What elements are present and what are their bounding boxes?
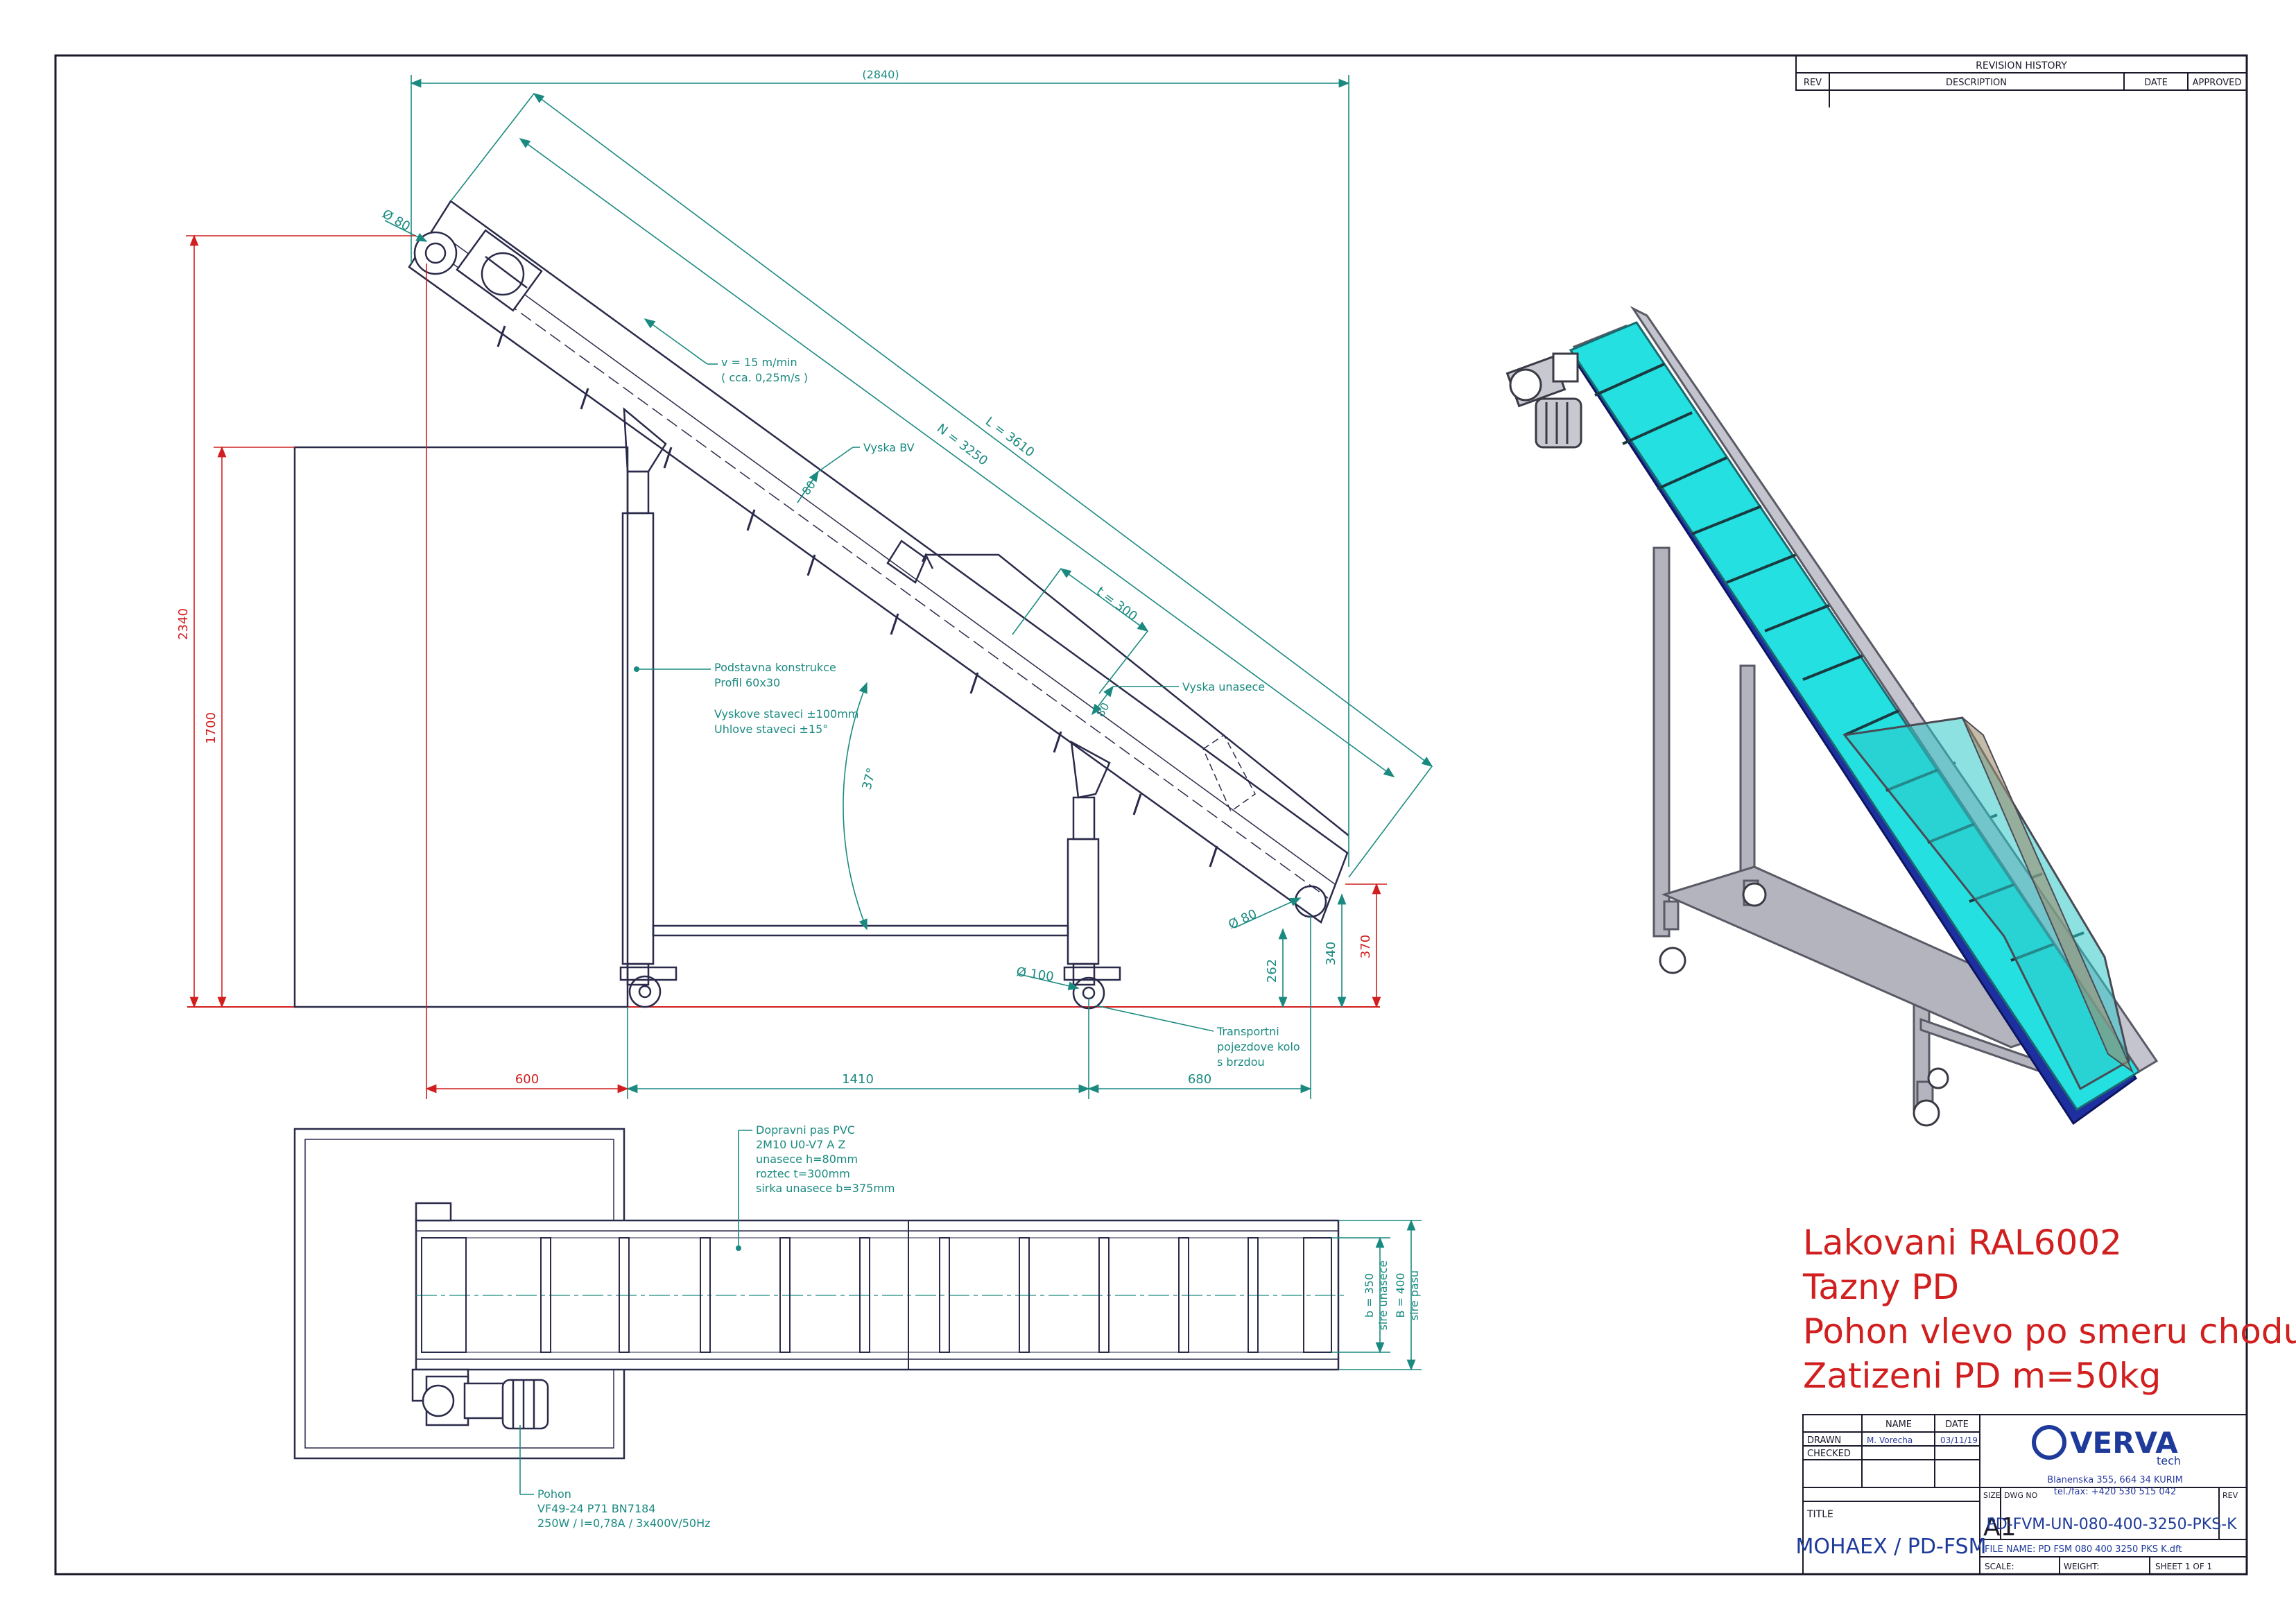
note-pas-2: 2M10 U0-V7 A Z xyxy=(756,1138,845,1151)
dim-diam-bottom: Ø 80 xyxy=(1226,906,1259,932)
note-paint: Lakovani RAL6002 xyxy=(1803,1223,2122,1263)
dim-table-height: 1700 xyxy=(204,712,218,744)
dim-diam-top: Ø 80 xyxy=(380,207,413,234)
iso-motor xyxy=(1505,352,1582,449)
dim-length-l: L = 3610 xyxy=(983,414,1037,460)
tb-size: A1 xyxy=(1983,1513,2017,1542)
note-vyska-bv: Vyska BV xyxy=(863,441,915,454)
dim-b350: b = 350 xyxy=(1363,1273,1376,1318)
conveyor-beam xyxy=(408,200,1349,924)
tb-title: MOHAEX / PD-FSM xyxy=(1796,1535,1987,1559)
tb-weight-label: WEIGHT: xyxy=(2064,1562,2099,1571)
iso-frame xyxy=(1652,546,2098,1111)
tb-drawn-name: M. Vorecha xyxy=(1867,1435,1913,1445)
top-dimensions xyxy=(519,1130,1422,1495)
note-load: Zatizeni PD m=50kg xyxy=(1803,1356,2161,1396)
note-speed-2: ( cca. 0,25m/s ) xyxy=(721,371,808,384)
note-pas-4: roztec t=300mm xyxy=(756,1167,850,1180)
note-pas-5: sirka unasece b=375mm xyxy=(756,1182,895,1195)
dim-pitch: t = 300 xyxy=(1094,584,1140,624)
note-kolo-1: Transportni xyxy=(1216,1025,1279,1038)
dim-top-width: (2840) xyxy=(862,68,899,81)
dim-b400-label: sire pasu xyxy=(1408,1270,1421,1320)
tb-address-2: tel./fax: +420 530 515 042 xyxy=(2054,1487,2177,1497)
revision-title: REVISION HISTORY xyxy=(1976,60,2067,71)
note-pull-type: Tazny PD xyxy=(1803,1267,1959,1307)
feed-table xyxy=(293,446,629,1008)
note-vyska-unasece: Vyska unasece xyxy=(1182,680,1265,693)
note-kolo-2: pojezdove kolo xyxy=(1217,1040,1300,1053)
tb-file-name: FILE NAME: PD FSM 080 400 3250 PKS K.dft xyxy=(1985,1544,2182,1555)
dim-angle: 37° xyxy=(860,766,880,791)
tb-address-1: Blanenska 355, 664 34 KURIM xyxy=(2047,1475,2183,1485)
dim-cleat-height: 80 xyxy=(1094,700,1112,719)
tb-drawn-date: 03/11/19 xyxy=(1940,1435,1978,1445)
title-block xyxy=(1802,1414,2247,1575)
paint-and-load-notes: Lakovani RAL6002 Tazny PD Pohon vlevo po… xyxy=(1803,1220,2296,1398)
revision-col-date: DATE xyxy=(2144,78,2168,88)
note-podstavna-4: Vyskove staveci ±100mm xyxy=(714,707,858,721)
revision-col-approved: APPROVED xyxy=(2193,78,2242,88)
verva-logo: VERVA tech xyxy=(2032,1425,2181,1467)
red-dimensions xyxy=(186,234,1387,1099)
dim-1410: 1410 xyxy=(842,1072,874,1087)
front-leg xyxy=(619,407,677,1008)
dim-b400: B = 400 xyxy=(1394,1272,1407,1318)
side-dimensions xyxy=(384,75,1433,1099)
dim-b350-label: sire unasece xyxy=(1376,1261,1390,1331)
logo-text: VERVA xyxy=(2070,1426,2178,1460)
dim-680: 680 xyxy=(1188,1072,1211,1087)
dim-262: 262 xyxy=(1265,959,1279,983)
tail-pulley xyxy=(1294,885,1327,918)
dim-total-height: 2340 xyxy=(176,608,191,640)
top-view: b = 350 sire unasece B = 400 sire pasu D… xyxy=(293,1123,1422,1530)
note-speed-1: v = 15 m/min xyxy=(721,356,797,369)
note-podstavna-5: Uhlove staveci ±15° xyxy=(714,723,828,736)
revision-table xyxy=(1795,55,2247,107)
tb-dwg-label: DWG NO xyxy=(2004,1491,2038,1500)
tb-scale-label: SCALE: xyxy=(1985,1562,2014,1571)
rear-leg xyxy=(652,740,1121,1010)
side-view: (2840) Ø 80 L = 3610 N = 3250 t = 300 80… xyxy=(176,68,1433,1099)
note-pohon-1: Pohon xyxy=(537,1487,571,1501)
tb-rev-label: REV xyxy=(2222,1491,2238,1500)
note-drive-side: Pohon vlevo po smeru chodu xyxy=(1803,1311,2296,1352)
dim-diam-wheel: Ø 100 xyxy=(1015,965,1055,984)
note-kolo-3: s brzdou xyxy=(1217,1055,1265,1069)
iso-wheels xyxy=(1659,882,1949,1127)
podstavna-dot xyxy=(634,666,639,672)
sheet-border xyxy=(54,54,2248,1576)
dim-340: 340 xyxy=(1324,942,1338,965)
tb-title-label: TITLE xyxy=(1806,1509,1833,1520)
tb-dwg-no: PD-FVM-UN-080-400-3250-PKS-K xyxy=(1986,1516,2237,1533)
revision-col-rev: REV xyxy=(1804,78,1822,88)
drive-motor-top xyxy=(411,1202,549,1430)
dim-bv-height: 80 xyxy=(800,478,818,498)
top-cleats xyxy=(421,1220,1332,1370)
dim-370: 370 xyxy=(1358,935,1373,958)
logo-sub: tech xyxy=(2157,1454,2181,1467)
note-podstavna-2: Profil 60x30 xyxy=(714,676,780,689)
tb-col-name: NAME xyxy=(1885,1420,1912,1430)
tb-size-label: SIZE xyxy=(1983,1491,2001,1500)
logo-ring-icon xyxy=(2032,1425,2066,1460)
note-podstavna-1: Podstavna konstrukce xyxy=(714,661,836,674)
drive-motor-side xyxy=(413,229,543,312)
tb-checked-label: CHECKED xyxy=(1807,1449,1851,1459)
note-pohon-2: VF49-24 P71 BN7184 xyxy=(537,1502,655,1515)
note-pohon-3: 250W / I=0,78A / 3x400V/50Hz xyxy=(537,1517,711,1530)
dim-600: 600 xyxy=(515,1072,539,1087)
revision-col-description: DESCRIPTION xyxy=(1946,78,2007,88)
isometric-view xyxy=(1505,306,2159,1127)
tb-col-date: DATE xyxy=(1945,1420,1969,1430)
tb-sheet: SHEET 1 OF 1 xyxy=(2155,1562,2212,1571)
pas-dot xyxy=(736,1245,741,1251)
note-pas-3: unasece h=80mm xyxy=(756,1153,858,1166)
tb-drawn-label: DRAWN xyxy=(1807,1435,1841,1446)
iso-hopper-side xyxy=(1962,717,2134,1073)
note-pas-1: Dopravni pas PVC xyxy=(756,1123,855,1137)
